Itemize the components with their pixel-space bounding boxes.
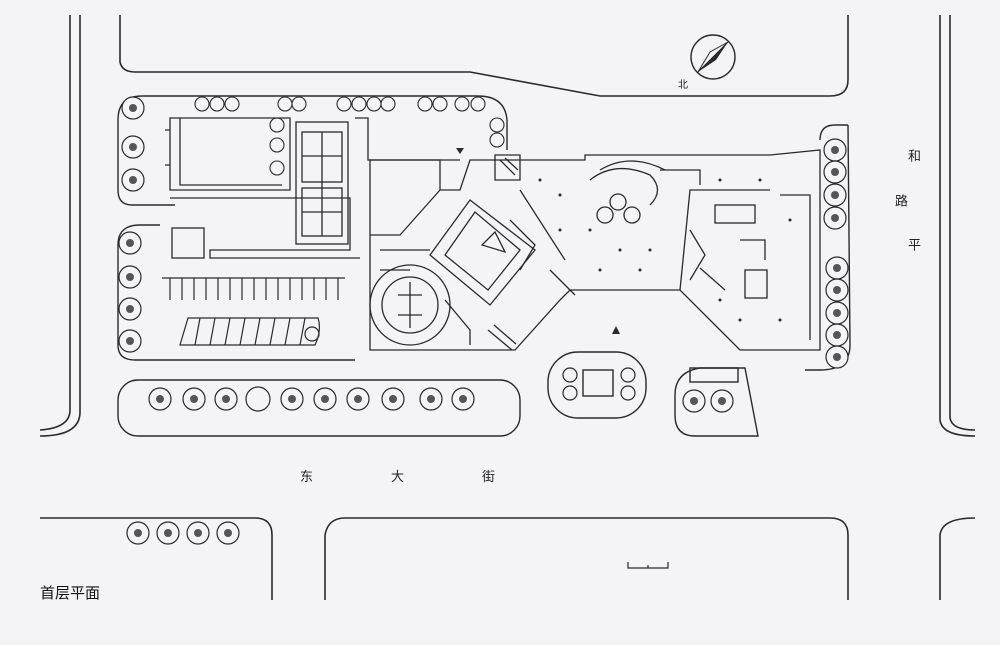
street-label-south: 东大街	[300, 470, 574, 485]
drawing-title: 首层平面	[40, 584, 101, 602]
main-building	[369, 149, 821, 351]
north-shrubs	[194, 96, 505, 176]
plaza-features	[562, 367, 636, 401]
street-label-east: 和平路	[892, 138, 920, 338]
north-arrow-icon	[690, 34, 736, 80]
parking-area	[162, 277, 345, 346]
road-edges	[39, 15, 976, 600]
north-buildings	[165, 117, 460, 259]
north-label: 北	[678, 80, 688, 91]
street-trees	[118, 96, 849, 545]
site-perimeter	[117, 95, 851, 437]
structure-columns	[456, 148, 792, 334]
street-label-east-text: 和平路	[892, 149, 920, 327]
scale-bar	[627, 562, 669, 569]
